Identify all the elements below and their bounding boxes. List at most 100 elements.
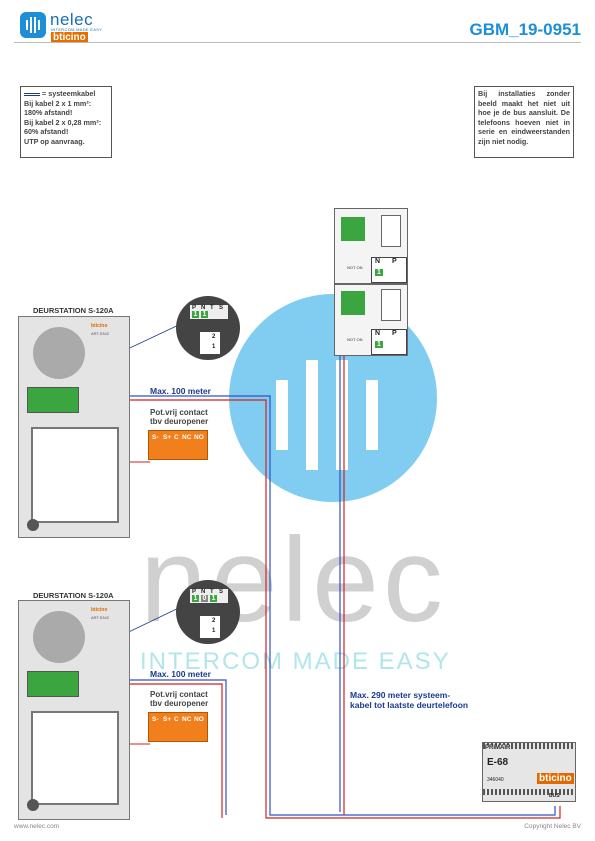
relay-terminal: NC [182, 716, 192, 723]
psu-brand: bticino [537, 773, 574, 784]
watermark-subtext: INTERCOM MADE EASY [140, 648, 451, 675]
indoor-handset: NOT ON N P 1 [334, 208, 408, 284]
distance-label: Max. 100 meter [150, 669, 211, 679]
cable-note-line: 180% afstand! [24, 108, 73, 118]
cable-legend-label: = systeemkabel [42, 89, 96, 98]
system-cable-legend-icon [24, 92, 40, 96]
relay-terminal: C [174, 434, 179, 441]
dip-label: N [201, 305, 206, 311]
camera-icon [27, 799, 39, 811]
psu-bus-label: BUS [549, 793, 560, 799]
logo-name: nelec [50, 10, 94, 29]
handset-terminal: N P 1 [371, 257, 407, 283]
relay-terminal: S+ [163, 434, 172, 441]
dip-value: 1 [192, 595, 199, 602]
dip-switch-icon: 2 1 [200, 332, 220, 354]
dip-value: 1 [201, 311, 208, 318]
relay-title-line: Pot.vrij contact [150, 690, 208, 699]
footer-website: www.nelec.com [14, 823, 60, 830]
connector-block [27, 671, 79, 697]
station-model: ART.S342 [91, 331, 109, 336]
cable-note-line: Bij kabel 2 x 1 mm²: [24, 98, 92, 108]
psu-primair-label: PRIMAIR [485, 745, 511, 751]
indoor-handset: NOT ON N P 1 [334, 284, 408, 356]
relay-module: S- S+ C NC NO [148, 430, 208, 460]
handset-small-label: NOT ON [347, 265, 363, 270]
psu-code: 346040 [487, 777, 504, 783]
dip-switch-icon: 2 1 [200, 616, 220, 638]
dip-value: 0 [201, 595, 208, 602]
dip-value: 1 [192, 311, 199, 318]
dip-label: S [219, 589, 224, 595]
distance-label: Max. 100 meter [150, 386, 211, 396]
station-title: DEURSTATION S-120A [33, 591, 114, 600]
handset-terminal-label: N [375, 330, 381, 337]
relay-title-line: tbv deuropener [150, 699, 209, 708]
switch-position: 1 [212, 628, 216, 634]
display-window [31, 427, 119, 523]
relay-title-line: Pot.vrij contact [150, 408, 208, 417]
dip-label: P [192, 589, 197, 595]
power-supply-unit: PRIMAIR E-68 346040 bticino BUS [482, 742, 576, 802]
installation-note: Bij installaties zonder beeld maakt het … [474, 86, 574, 158]
cable-note-line: Bij kabel 2 x 0,28 mm²: [24, 117, 102, 127]
max-distance-line: Max. 290 meter systeem- [350, 690, 451, 700]
handset-connector [341, 291, 365, 315]
psu-model: E-68 [487, 757, 509, 768]
dip-label: S [219, 305, 224, 311]
watermark-bars-icon [276, 360, 378, 470]
logo-brand: bticino [51, 32, 88, 43]
door-station-panel: bticino ART.S342 [18, 316, 130, 538]
dip-label: T [210, 305, 214, 311]
relay-terminal: NC [182, 434, 192, 441]
dip-value: 1 [210, 595, 217, 602]
display-window [31, 711, 119, 805]
relay-terminal: C [174, 716, 179, 723]
handset-terminal: N P 1 [371, 329, 407, 355]
psu-vent-top [483, 743, 575, 749]
handset-terminal-label: P [392, 330, 397, 337]
camera-icon [27, 519, 39, 531]
switch-position: 1 [212, 344, 216, 350]
station-brand: bticino [91, 323, 108, 329]
dip-label: N [201, 589, 206, 595]
dip-zoom-circle: P N T S 1 1 2 1 [176, 296, 240, 360]
relay-module: S- S+ C NC NO [148, 712, 208, 742]
dip-label: P [192, 305, 197, 311]
cable-note-line: 60% afstand! [24, 127, 69, 137]
footer-copyright: Copyright Nelec BV [524, 823, 581, 830]
station-title: DEURSTATION S-120A [33, 306, 114, 315]
switch-position: 2 [212, 334, 216, 340]
dip-label: T [210, 589, 214, 595]
handset-terminal-label: P [392, 258, 397, 265]
handset-speaker-icon [381, 289, 401, 321]
handset-terminal-label: N [375, 258, 381, 265]
handset-connector [341, 217, 365, 241]
psu-vent-bottom [483, 789, 575, 795]
header-divider [14, 42, 581, 43]
relay-terminal: NO [194, 434, 204, 441]
dip-terminal-strip: P N T S 1 1 [190, 305, 228, 319]
max-distance-line: kabel tot laatste deurtelefoon [350, 700, 469, 710]
cable-note-line: UTP op aanvraag. [24, 136, 85, 146]
speaker-grille-icon [33, 327, 85, 379]
document-code: GBM_19-0951 [469, 20, 581, 39]
handset-small-label: NOT ON [347, 337, 363, 342]
cable-note: = systeemkabel Bij kabel 2 x 1 mm²: 180%… [20, 86, 112, 158]
connector-block [27, 387, 79, 413]
relay-terminal: NO [194, 716, 204, 723]
logo-tagline: INTERCOM MADE EASY [51, 27, 103, 32]
station-brand: bticino [91, 607, 108, 613]
dip-zoom-circle: P N T S 1 0 1 2 1 [176, 580, 240, 644]
handset-speaker-icon [381, 215, 401, 247]
relay-terminal: S- [152, 434, 159, 441]
relay-terminal: S- [152, 716, 159, 723]
relay-terminal: S+ [163, 716, 172, 723]
switch-position: 2 [212, 618, 216, 624]
nelec-logo-icon [20, 12, 46, 38]
dip-terminal-strip: P N T S 1 0 1 [190, 589, 228, 603]
handset-terminal-value: 1 [375, 341, 383, 348]
speaker-grille-icon [33, 611, 85, 663]
door-station-panel: bticino ART.S342 [18, 600, 130, 820]
station-model: ART.S342 [91, 615, 109, 620]
